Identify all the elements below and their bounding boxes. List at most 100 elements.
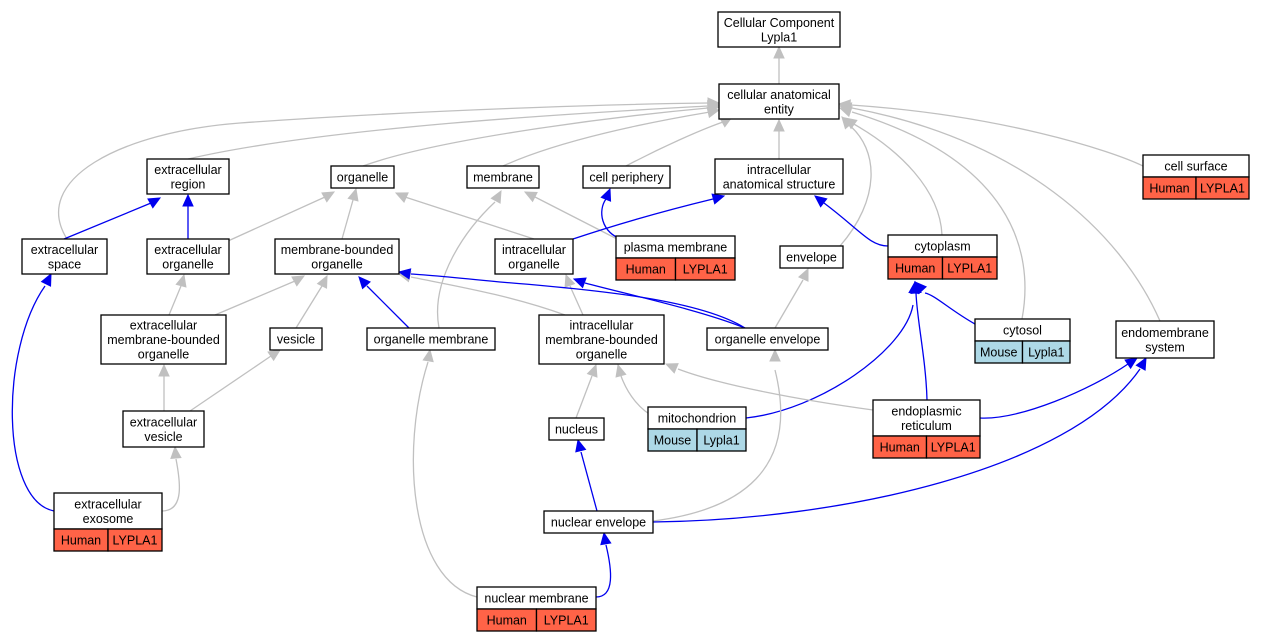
node-nucenv[interactable]: nuclear envelope	[543, 510, 654, 534]
node-organelle[interactable]: organelle	[330, 165, 395, 189]
gene-label: LYPLA1	[931, 441, 976, 455]
edge-arrowhead	[397, 268, 412, 280]
edge-cytoplasm-to-ias	[814, 195, 889, 247]
edge-arrowhead	[844, 117, 858, 130]
node-label: organelle	[508, 257, 559, 271]
node-label: membrane-bounded	[281, 243, 394, 257]
node-box	[779, 245, 844, 269]
edge-intorg-to-ias	[572, 193, 726, 240]
node-label: intracellular	[502, 243, 566, 257]
edge-exves-to-exmbo	[158, 363, 170, 411]
species-tag-box	[674, 257, 736, 281]
node-box	[548, 417, 605, 441]
species-tag-box	[925, 435, 981, 459]
edge-line	[569, 285, 584, 316]
edge-line	[851, 122, 943, 236]
node-label: membrane-bounded	[107, 333, 220, 347]
edge-arrowhead	[711, 193, 726, 205]
node-orgmem[interactable]: organelle membrane	[366, 327, 496, 351]
node-nucleus[interactable]: nucleus	[548, 417, 605, 441]
node-label: organelle	[162, 257, 213, 271]
edge-line	[979, 363, 1129, 419]
node-box	[494, 238, 574, 275]
node-box	[53, 492, 163, 530]
node-membrane[interactable]: membrane	[466, 165, 540, 189]
species-tag-box	[535, 608, 597, 632]
node-orgenv[interactable]: organelle envelope	[706, 327, 829, 351]
edge-arrowhead	[664, 363, 679, 374]
node-label: intracellular	[570, 319, 634, 333]
node-box	[543, 510, 654, 534]
node-box	[718, 83, 840, 120]
edge-line	[924, 292, 976, 325]
node-label: vesicle	[144, 430, 182, 444]
edge-arrowhead	[40, 272, 52, 287]
node-box	[717, 11, 841, 48]
species-tag-box	[941, 256, 998, 280]
edge-line	[534, 196, 622, 242]
species-tag-box	[107, 528, 163, 552]
node-label: system	[1145, 340, 1185, 354]
edge-line	[63, 202, 152, 240]
node-label: region	[171, 177, 206, 191]
edge-line	[850, 104, 1144, 167]
edge-intorg-to-organelle	[394, 192, 535, 240]
node-cellper[interactable]: cell periphery	[582, 165, 671, 189]
edge-er-to-intmbo	[664, 363, 874, 411]
edge-line	[161, 458, 181, 512]
edge-exosome-to-exspace	[11, 272, 55, 512]
node-label: membrane	[473, 171, 533, 185]
edge-arrowhead	[158, 363, 170, 377]
node-label: entity	[764, 102, 795, 116]
node-label: organelle envelope	[715, 333, 821, 347]
edge-arrowhead	[773, 118, 785, 132]
edge-envelope-to-cae	[839, 116, 872, 247]
edge-exves-to-vesicle	[189, 349, 282, 412]
edge-arrowhead	[182, 193, 194, 207]
edge-line	[57, 102, 709, 240]
node-label: endomembrane	[1121, 326, 1209, 340]
node-envelope[interactable]: envelope	[779, 245, 844, 269]
edge-line	[214, 280, 296, 316]
edge-line	[168, 285, 182, 316]
edge-cae-to-root	[773, 45, 785, 84]
node-vesicle[interactable]: vesicle	[269, 327, 323, 351]
node-label: membrane-bounded	[545, 333, 658, 347]
node-label: organelle	[337, 171, 388, 185]
edge-line	[362, 107, 709, 167]
node-box	[146, 238, 230, 275]
node-label: reticulum	[901, 419, 952, 433]
edge-intmbo-to-intorg	[564, 273, 584, 316]
edge-line	[366, 285, 410, 329]
edge-arrowhead	[814, 195, 828, 208]
edge-er-to-endosys	[979, 357, 1139, 419]
node-label: endoplasmic	[891, 404, 961, 418]
edge-exspace-to-cae	[57, 97, 721, 240]
edge-line	[774, 279, 804, 329]
edge-exosome-to-exves	[161, 445, 182, 512]
node-label: Cellular Component	[724, 16, 835, 30]
edge-line	[404, 196, 535, 240]
edge-arrowhead	[316, 274, 328, 289]
